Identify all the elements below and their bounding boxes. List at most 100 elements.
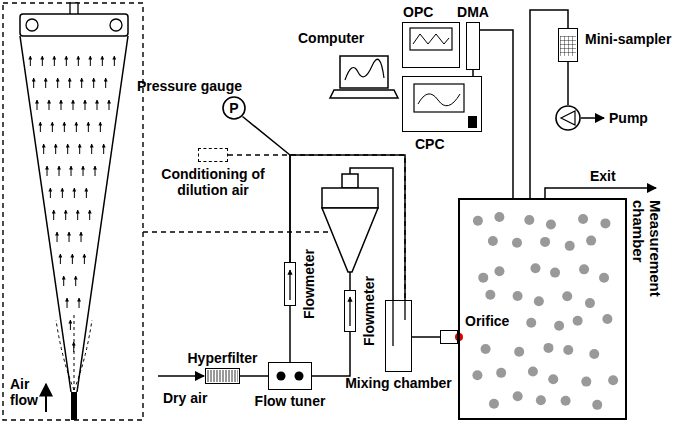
particle <box>554 321 564 331</box>
node-label: Mini-sampler <box>585 31 671 47</box>
mixing-inner-tube <box>393 300 405 346</box>
laptop-plot <box>345 59 384 80</box>
node-label: CPC <box>415 136 445 152</box>
flow-arrow <box>43 144 44 154</box>
node-label: DMA <box>457 4 489 20</box>
flow-arrow <box>77 210 78 220</box>
flow-arrow <box>109 100 110 110</box>
flow-arrow <box>49 100 50 110</box>
cpc-port <box>468 116 477 128</box>
particle <box>514 347 524 357</box>
flow-arrow <box>61 100 62 110</box>
particle <box>488 236 498 246</box>
inset-leader <box>143 231 330 232</box>
particle <box>485 290 495 300</box>
flow-arrow <box>40 122 41 132</box>
particle <box>565 241 575 251</box>
flow-arrow <box>37 100 38 110</box>
inset-frame <box>3 3 143 420</box>
cyclone-cone <box>322 208 378 272</box>
flow-arrow <box>85 100 86 110</box>
flow-arrow <box>102 56 103 66</box>
flow-arrow <box>30 56 31 66</box>
flow-arrow <box>50 188 51 198</box>
inset-flow-arrows <box>30 56 114 352</box>
flow-arrow <box>67 298 68 308</box>
flow-arrow <box>52 122 53 132</box>
particle <box>563 345 573 355</box>
particle <box>534 296 544 306</box>
flow-arrow <box>60 254 61 264</box>
laptop-screen <box>340 56 388 88</box>
particle <box>481 344 491 354</box>
pump-impeller <box>561 111 575 125</box>
pump-outlet-arrow <box>581 117 604 119</box>
measurement-chamber: Measurement chamber <box>458 198 627 420</box>
particle <box>494 266 504 276</box>
flow-arrow <box>88 122 89 132</box>
cpc-display <box>414 84 464 112</box>
flow-arrow <box>62 188 63 198</box>
conditioning-box: Conditioning of dilution air <box>198 148 228 162</box>
particle <box>561 396 571 406</box>
flow-arrow <box>54 56 55 66</box>
flow-arrow <box>79 144 80 154</box>
flow-arrow <box>83 166 84 176</box>
flow-arrow <box>93 78 94 88</box>
flow-arrow <box>72 254 73 264</box>
particle <box>540 237 550 247</box>
flow-arrow <box>105 78 106 88</box>
flowmeter: Flowmeter <box>344 290 356 332</box>
orifice: Orifice <box>440 330 458 344</box>
inset-outlet <box>70 3 78 15</box>
cyclone-outlet <box>342 174 358 188</box>
text-label: Computer <box>298 30 364 46</box>
node-label: Mixing chamber <box>345 375 452 391</box>
airflow-arrow <box>45 384 47 412</box>
flow-arrow <box>100 122 101 132</box>
exit-arrow <box>545 188 656 198</box>
flow-arrow <box>66 56 67 66</box>
node-label: Flowmeter <box>361 276 377 346</box>
flow-arrow <box>47 166 48 176</box>
cpc-instrument: CPC <box>402 76 482 132</box>
opc-signal <box>413 34 449 44</box>
particle <box>592 400 602 410</box>
inset-cylinder <box>20 14 128 36</box>
filter-media <box>207 370 238 382</box>
particle <box>528 367 538 377</box>
sampler-filter <box>560 36 576 56</box>
particle <box>589 349 599 359</box>
pipe-connector <box>289 306 291 362</box>
particle <box>543 343 553 353</box>
particle <box>546 220 556 230</box>
opc-display <box>410 28 452 50</box>
particle <box>602 314 612 324</box>
flow-arrow <box>42 56 43 66</box>
node-label: Orifice <box>465 313 509 329</box>
tuner-valve <box>295 372 304 381</box>
particle <box>513 291 523 301</box>
particle <box>496 368 506 378</box>
flow-arrow <box>69 232 70 242</box>
flow-arrow <box>78 56 79 66</box>
particle <box>548 374 558 384</box>
node-label: Pump <box>609 110 648 126</box>
flow-arrow <box>84 254 85 264</box>
flow-arrow <box>65 210 66 220</box>
particle <box>608 375 618 385</box>
node-outline-circle <box>556 106 580 130</box>
flow-arrow <box>64 122 65 132</box>
tuner-valve <box>277 372 286 381</box>
inset-inlet <box>71 392 77 420</box>
particle <box>530 263 540 273</box>
particle <box>472 370 482 380</box>
flow-arrow <box>55 144 56 154</box>
particle <box>579 264 589 274</box>
particle <box>578 214 588 224</box>
opc-instrument: OPC <box>402 22 460 68</box>
node-label: Conditioning of dilution air <box>153 166 273 198</box>
particle <box>494 212 504 222</box>
